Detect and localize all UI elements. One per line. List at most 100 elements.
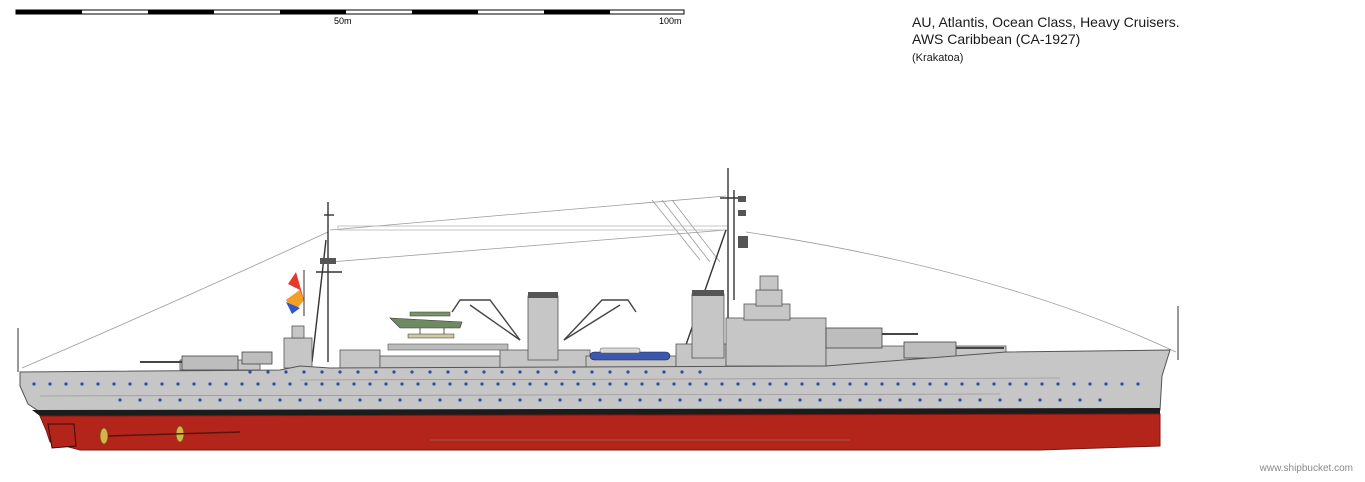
- porthole: [624, 382, 628, 386]
- porthole: [224, 382, 228, 386]
- porthole: [898, 398, 902, 402]
- porthole: [160, 382, 164, 386]
- porthole: [336, 382, 340, 386]
- porthole: [496, 382, 500, 386]
- porthole: [288, 382, 292, 386]
- porthole: [320, 382, 324, 386]
- porthole: [798, 398, 802, 402]
- hull-lower: [39, 413, 1161, 451]
- ship-boats: [589, 347, 671, 361]
- porthole: [176, 382, 180, 386]
- porthole: [112, 382, 116, 386]
- porthole: [704, 382, 708, 386]
- rudder-propellers: [47, 423, 241, 449]
- porthole: [284, 370, 288, 374]
- porthole: [800, 382, 804, 386]
- porthole: [256, 382, 260, 386]
- porthole: [592, 382, 596, 386]
- porthole: [720, 382, 724, 386]
- boot-topping: [32, 408, 1160, 416]
- porthole: [128, 382, 132, 386]
- porthole: [832, 382, 836, 386]
- porthole: [958, 398, 962, 402]
- porthole: [482, 370, 486, 374]
- porthole: [392, 370, 396, 374]
- porthole: [338, 398, 342, 402]
- porthole: [138, 398, 142, 402]
- porthole: [368, 382, 372, 386]
- watermark: www.shipbucket.com: [1259, 463, 1353, 474]
- porthole: [1072, 382, 1076, 386]
- porthole: [578, 398, 582, 402]
- porthole: [918, 398, 922, 402]
- porthole: [848, 382, 852, 386]
- porthole: [1008, 382, 1012, 386]
- porthole: [626, 370, 630, 374]
- porthole: [318, 398, 322, 402]
- porthole: [478, 398, 482, 402]
- porthole: [878, 398, 882, 402]
- porthole: [944, 382, 948, 386]
- porthole: [448, 382, 452, 386]
- porthole: [144, 382, 148, 386]
- ensign-flag: [286, 270, 305, 316]
- porthole: [498, 398, 502, 402]
- porthole: [928, 382, 932, 386]
- porthole: [378, 398, 382, 402]
- porthole: [880, 382, 884, 386]
- porthole: [558, 398, 562, 402]
- porthole: [1120, 382, 1124, 386]
- porthole: [1136, 382, 1140, 386]
- porthole: [978, 398, 982, 402]
- porthole: [80, 382, 84, 386]
- foremast: [311, 202, 342, 363]
- porthole: [198, 398, 202, 402]
- rigging-wires: [21, 195, 1177, 369]
- porthole: [384, 382, 388, 386]
- porthole: [738, 398, 742, 402]
- porthole: [838, 398, 842, 402]
- porthole: [512, 382, 516, 386]
- porthole: [960, 382, 964, 386]
- porthole: [258, 398, 262, 402]
- porthole: [446, 370, 450, 374]
- porthole: [518, 370, 522, 374]
- porthole: [238, 398, 242, 402]
- superstructure: [179, 275, 1007, 371]
- porthole: [752, 382, 756, 386]
- main-turrets: [140, 327, 1004, 371]
- boat-cranes: [451, 299, 637, 341]
- porthole: [816, 382, 820, 386]
- porthole: [464, 382, 468, 386]
- porthole: [298, 398, 302, 402]
- porthole: [208, 382, 212, 386]
- porthole: [938, 398, 942, 402]
- fore-funnel: [527, 292, 559, 361]
- porthole: [1040, 382, 1044, 386]
- porthole: [480, 382, 484, 386]
- porthole: [352, 382, 356, 386]
- porthole: [374, 370, 378, 374]
- porthole: [680, 370, 684, 374]
- porthole: [912, 382, 916, 386]
- porthole: [218, 398, 222, 402]
- porthole: [778, 398, 782, 402]
- porthole: [736, 382, 740, 386]
- porthole: [464, 370, 468, 374]
- porthole: [178, 398, 182, 402]
- porthole: [976, 382, 980, 386]
- porthole: [698, 398, 702, 402]
- antenna-yard: [337, 225, 729, 231]
- title-line-1: AU, Atlantis, Ocean Class, Heavy Cruiser…: [912, 14, 1180, 30]
- porthole: [418, 398, 422, 402]
- porthole: [416, 382, 420, 386]
- porthole: [64, 382, 68, 386]
- porthole: [1024, 382, 1028, 386]
- porthole: [688, 382, 692, 386]
- porthole: [1078, 398, 1082, 402]
- porthole: [638, 398, 642, 402]
- porthole: [998, 398, 1002, 402]
- porthole: [678, 398, 682, 402]
- porthole: [608, 370, 612, 374]
